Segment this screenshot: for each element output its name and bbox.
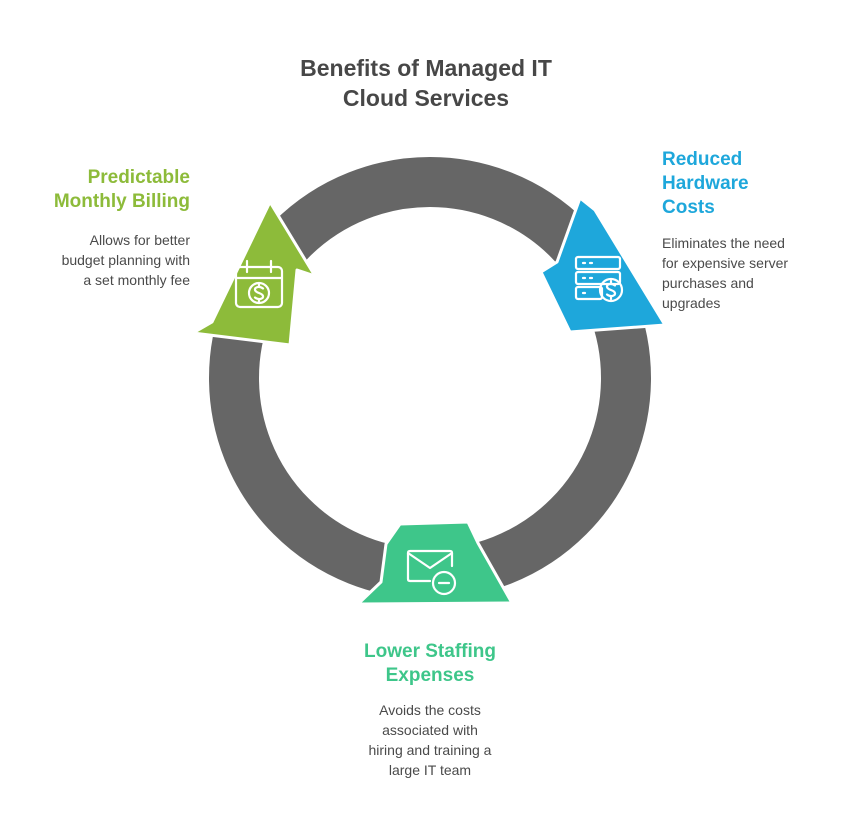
benefit-description-staffing: Avoids the costs associated with hiring … <box>368 702 492 778</box>
arrow-segment-billing <box>191 200 317 347</box>
benefit-heading-hardware: Reduced Hardware Costs <box>662 149 749 218</box>
mail-minus-icon <box>406 549 457 596</box>
calendar-dollar-icon <box>234 259 284 309</box>
benefit-heading-staffing: Lower Staffing Expenses <box>364 641 496 686</box>
benefit-heading-billing: Predictable Monthly Billing <box>53 167 190 212</box>
benefit-description-billing: Allows for better budget planning with a… <box>61 232 190 288</box>
arrow-segment-staffing <box>356 520 514 606</box>
server-dollar-icon <box>574 255 624 303</box>
benefit-description-hardware: Eliminates the need for expensive server… <box>662 235 789 311</box>
diagram-title: Benefits of Managed IT Cloud Services <box>300 55 552 111</box>
arrow-segment-hardware <box>539 196 667 334</box>
